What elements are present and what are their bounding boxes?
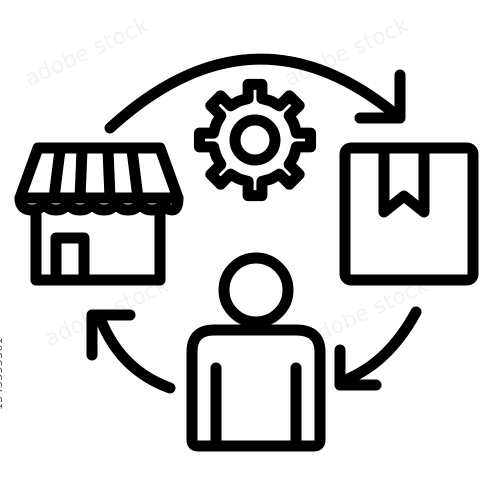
cycle-arrow-top-icon [104,53,406,134]
stock-id-label: 1543353501 [0,337,5,410]
cycle-arrow-right-icon [334,306,422,391]
person-icon [186,252,326,452]
package-box-icon [339,142,479,286]
cycle-arrow-left-icon [86,309,176,394]
store-icon [14,142,184,286]
gear-icon [193,78,317,202]
